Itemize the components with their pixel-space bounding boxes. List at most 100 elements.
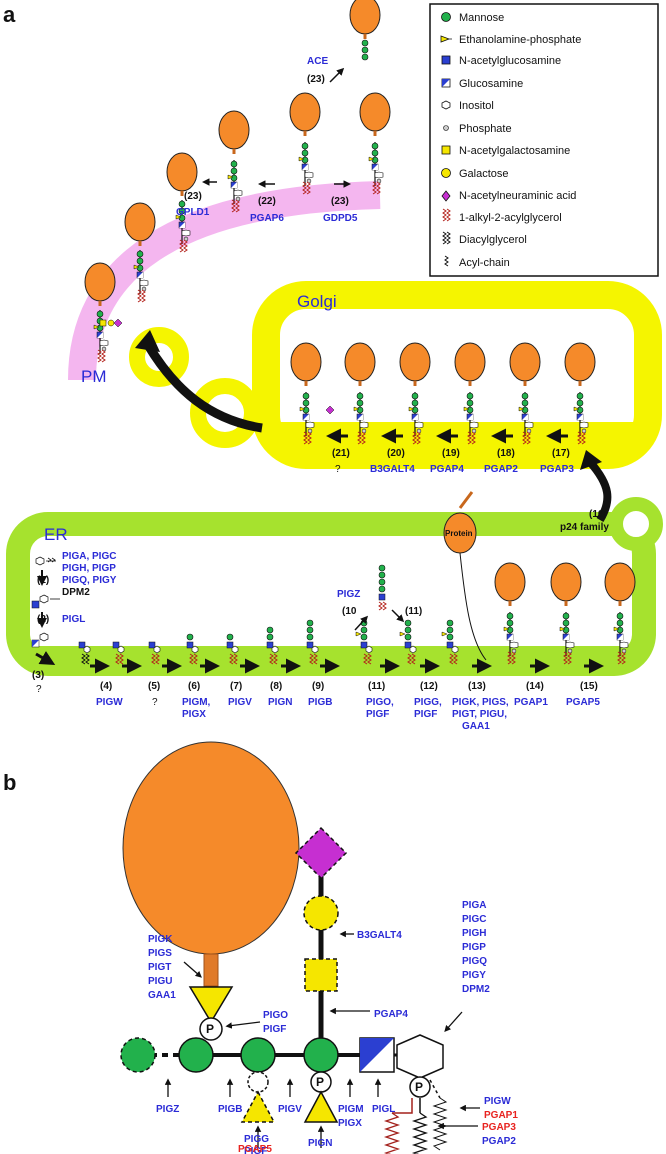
er-intermediates-row xyxy=(78,619,459,665)
legend-item: Mannose xyxy=(459,12,504,24)
enzyme-label: PIGF xyxy=(263,1024,286,1035)
er-intermediate xyxy=(441,619,459,665)
enzyme-label: PGAP3 xyxy=(540,464,574,475)
step-label: (22) xyxy=(258,196,276,207)
mannose-icon xyxy=(441,12,451,22)
unknown-enzyme: ? xyxy=(152,697,158,708)
enzyme-label: PIGN xyxy=(268,697,292,708)
enzyme-label: PIGX xyxy=(338,1118,362,1129)
enzyme-label: PIGO, xyxy=(366,697,394,708)
pb-arrow xyxy=(183,961,202,978)
legend-item: Galactose xyxy=(459,168,509,180)
panel-b-label: b xyxy=(3,770,16,795)
step-label: (5) xyxy=(148,681,160,692)
unknown-enzyme: ? xyxy=(36,684,42,695)
legend-item: N-acetylglucosamine xyxy=(459,55,561,67)
golgi-gpi-anchors xyxy=(289,341,597,445)
etnp-icon xyxy=(440,35,452,43)
phosphate-p: P xyxy=(316,1075,324,1089)
phosphate-p: P xyxy=(415,1080,423,1094)
er-label: ER xyxy=(44,525,68,544)
legend-item: Inositol xyxy=(459,100,494,112)
enzyme-label: PIGN xyxy=(308,1138,332,1149)
legend-item: Phosphate xyxy=(459,123,512,135)
enzyme-label: PIGP xyxy=(462,942,486,953)
neu5ac-icon xyxy=(441,190,451,202)
alkyl-lipid-icon xyxy=(442,208,451,222)
enzyme-label: PIGF xyxy=(244,1146,267,1154)
enzyme-label: PIGH, PIGP xyxy=(62,563,116,574)
er-to-golgi-arrow xyxy=(586,459,612,523)
step-label: (20) xyxy=(387,448,405,459)
step-label: (6) xyxy=(188,681,200,692)
enzyme-label: PIGB xyxy=(308,697,332,708)
panel-a-label: a xyxy=(3,2,16,27)
step-label: (23) xyxy=(184,191,202,202)
enzyme-label: PIGG xyxy=(244,1134,269,1145)
step-label: (23) xyxy=(331,196,349,207)
enzyme-label: PGAP4 xyxy=(430,464,464,475)
legend-item: Acyl-chain xyxy=(459,257,510,269)
enzyme-label: PIGM, xyxy=(182,697,211,708)
enzyme-label: PIGZ xyxy=(337,589,360,600)
dag-icon xyxy=(442,231,451,245)
enzyme-label: PGAP1 xyxy=(514,697,548,708)
enzyme-label: PIGA, PIGC xyxy=(62,551,116,562)
enzyme-label: DPM2 xyxy=(62,587,90,598)
enzyme-label: PGAP4 xyxy=(374,1009,408,1020)
transport-label: p24 family xyxy=(560,522,609,533)
step-label: (23) xyxy=(307,74,325,85)
enzyme-label: PIGW xyxy=(484,1096,511,1107)
panel-b-structure xyxy=(120,741,448,1154)
enzyme-label: PIGM xyxy=(338,1104,364,1115)
legend-item: Diacylglycerol xyxy=(459,234,527,246)
step-label: (10 xyxy=(342,606,357,617)
enzyme-label: PIGV xyxy=(278,1104,302,1115)
enzyme-label: PIGX xyxy=(182,709,206,720)
step-label: (7) xyxy=(230,681,242,692)
er-to-golgi-arrowhead xyxy=(580,450,602,470)
plasma-membrane-band xyxy=(68,181,381,381)
step-label: (3) xyxy=(32,670,44,681)
pm-label: PM xyxy=(81,367,107,386)
enzyme-label: GAA1 xyxy=(462,721,490,732)
er-intermediate xyxy=(266,626,279,665)
legend-item: Glucosamine xyxy=(459,78,523,90)
legend-item: Ethanolamine-phosphate xyxy=(459,34,581,46)
enzyme-label: PIGK, PIGS, xyxy=(452,697,509,708)
enzyme-label: GPLD1 xyxy=(176,207,210,218)
step-label: (17) xyxy=(552,448,570,459)
enzyme-label: PGAP6 xyxy=(250,213,284,224)
pb-arrow xyxy=(225,1021,261,1029)
galactose-icon xyxy=(441,168,451,178)
er-intermediate xyxy=(399,619,417,665)
enzyme-label: PIGZ xyxy=(156,1104,179,1115)
step-label: (13) xyxy=(468,681,486,692)
pigz-branch xyxy=(354,564,405,631)
enzyme-label: PIGY xyxy=(462,970,486,981)
acyl-chain-icon xyxy=(444,255,449,267)
enzyme-label: PIGT, PIGU, xyxy=(452,709,507,720)
enzyme-label: PGAP5 xyxy=(566,697,600,708)
phosphate-icon xyxy=(443,125,449,131)
er-intermediate xyxy=(306,619,319,665)
step-label: (16) xyxy=(589,509,607,520)
enzyme-label: PIGA xyxy=(462,900,486,911)
enzyme-label: ACE xyxy=(307,56,328,67)
enzyme-label: PIGB xyxy=(218,1104,242,1115)
galnac-icon xyxy=(441,145,451,155)
enzyme-label: PIGC xyxy=(462,914,486,925)
enzyme-label: GDPD5 xyxy=(323,213,358,224)
pb-arrow xyxy=(444,1011,463,1032)
enzyme-label: PIGO xyxy=(263,1010,288,1021)
enzyme-label: PIGK xyxy=(148,934,173,945)
unknown-enzyme: ? xyxy=(335,464,341,475)
enzyme-label: GAA1 xyxy=(148,990,176,1001)
inositol-icon xyxy=(441,100,451,110)
pm-arrow xyxy=(329,67,345,83)
enzyme-label: PIGL xyxy=(62,614,85,625)
golgi-compartment xyxy=(129,281,662,469)
enzyme-label: PIGF xyxy=(366,709,389,720)
enzyme-label: PIGT xyxy=(148,962,171,973)
